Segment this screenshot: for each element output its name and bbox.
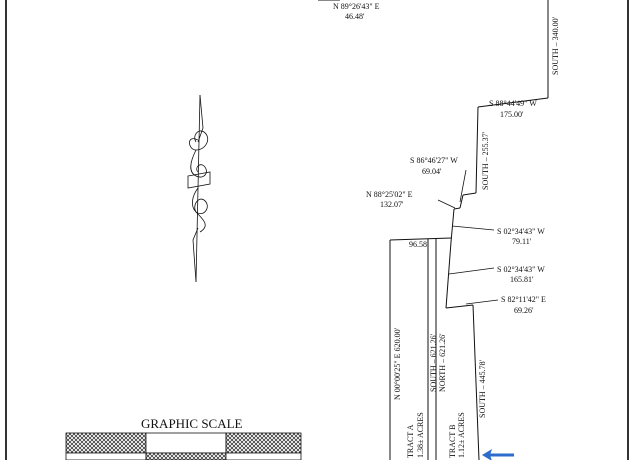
boundary-lines	[318, 0, 549, 460]
label-s88-44-49: S 88°44'49" W	[489, 99, 537, 108]
label-n88-25-02: N 88°25'02" E	[366, 190, 413, 199]
label-north-621: NORTH – 621.26'	[438, 333, 447, 392]
north-arrow-icon	[187, 94, 211, 283]
leader-lines	[437, 169, 499, 305]
label-69-26: 69.26'	[514, 306, 534, 315]
label-south-255: SOUTH – 255.37'	[481, 131, 490, 190]
graphic-scale: GRAPHIC SCALE	[65, 416, 302, 460]
graphic-scale-title: GRAPHIC SCALE	[141, 416, 243, 431]
labels: N 89°26'43" E 46.48' SOUTH – 340.00' S 8…	[333, 2, 560, 458]
label-south-340: SOUTH – 340.00'	[551, 16, 560, 75]
tract-a-name: TRACT A	[406, 424, 415, 458]
label-s02-a: S 02°34'43" W	[497, 227, 545, 236]
label-south-621: SOUTH – 621.26'	[429, 333, 438, 392]
tract-b-name: TRACT B	[448, 425, 457, 458]
label-top-distance: 46.48'	[345, 12, 365, 21]
label-s02-b: S 02°34'43" W	[497, 265, 545, 274]
label-96-58: 96.58'	[409, 240, 429, 249]
label-south-445: SOUTH – 445.78'	[478, 359, 487, 418]
label-165-81: 165.81'	[510, 275, 534, 284]
label-s86-46-27: S 86°46'27" W	[410, 156, 458, 165]
label-79-11: 79.11'	[512, 237, 532, 246]
label-69-04: 69.04'	[422, 167, 442, 176]
label-132-07: 132.07'	[380, 200, 404, 209]
label-n00: N 00°00'25" E 620.00'	[393, 327, 402, 400]
label-s82-11-42: S 82°11'42" E	[501, 295, 546, 304]
blue-arrow-icon	[482, 449, 514, 460]
label-top-bearing: N 89°26'43" E	[333, 2, 380, 11]
tract-a-area: 1.38± ACRES	[416, 412, 425, 458]
label-175: 175.00'	[500, 110, 524, 119]
tract-b-area: 1.12± ACRES	[457, 412, 466, 458]
